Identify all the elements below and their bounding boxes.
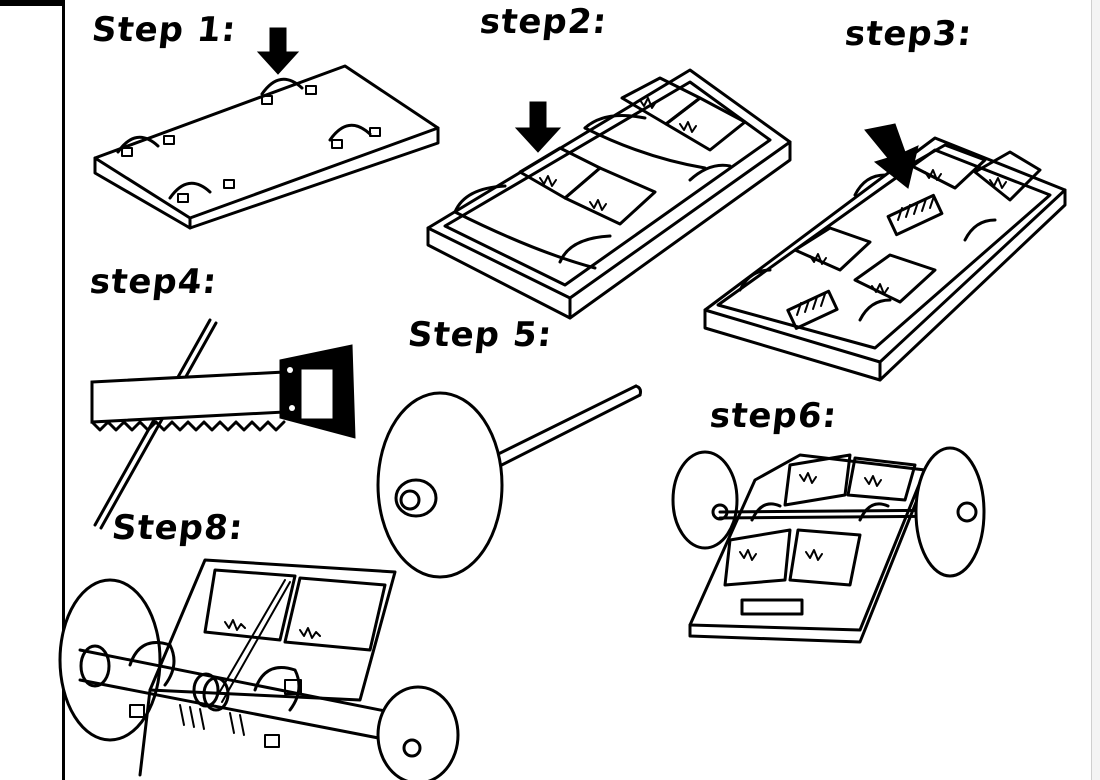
step8-car [58,558,460,780]
step1-arrow [256,27,300,75]
step5-wheel [376,391,504,579]
step4-saw [90,344,356,439]
page-right-edge [1091,0,1100,780]
step1-board [93,64,440,230]
corner-tab [0,0,62,6]
page-left-edge [62,0,65,780]
step2-board [426,68,792,320]
step3-arrow [864,123,919,189]
step6-car [671,446,986,644]
step2-arrow [514,101,562,153]
step3-board [703,136,1067,382]
